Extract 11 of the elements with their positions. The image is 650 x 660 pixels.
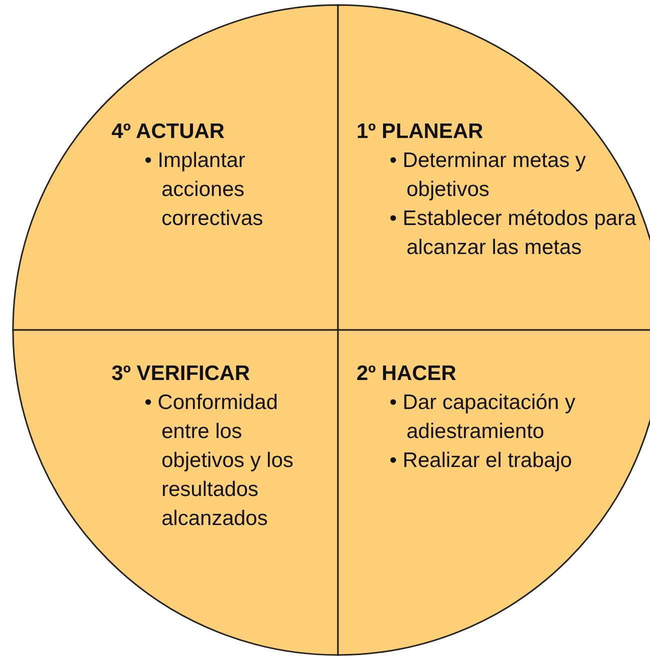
- bullet-item: • Implantar acciones correctivas: [144, 148, 264, 232]
- bullet-item: • Dar capacitación y adiestramiento: [388, 390, 576, 444]
- bullet-item: • Establecer métodos para alcanzar las metas: [388, 206, 636, 260]
- cycle-circle: [13, 5, 650, 655]
- bullet-item: • Determinar metas y objetivos: [388, 148, 587, 202]
- quadrant-heading: 1º PLANEAR: [356, 118, 484, 144]
- quadrant-heading: 4º ACTUAR: [112, 118, 226, 144]
- bullet-item: • Realizar el trabajo: [388, 448, 573, 474]
- bullet-item: • Conformidad entre los objetivos y los resultados alcanzados: [144, 390, 294, 532]
- quadrant-heading: 3º VERIFICAR: [112, 360, 251, 386]
- quadrant-heading: 2º HACER: [356, 360, 458, 386]
